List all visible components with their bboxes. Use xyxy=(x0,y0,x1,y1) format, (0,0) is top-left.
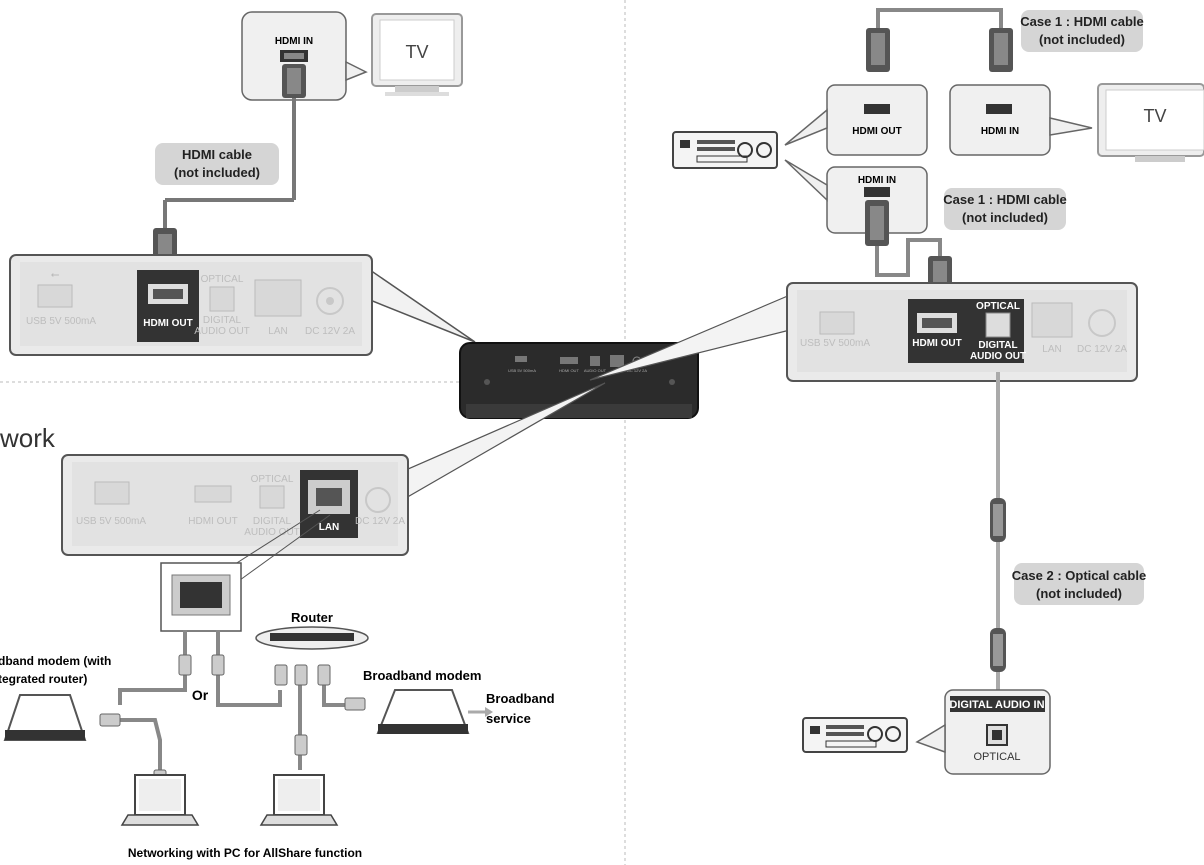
network-cables xyxy=(100,630,360,770)
tv-hdmi-in-label: HDMI IN xyxy=(275,36,313,47)
router-icon xyxy=(255,626,369,650)
tv-hdmi-in-label: HDMI IN xyxy=(981,126,1019,137)
hdmi-cable-label-1: HDMI cable xyxy=(182,147,252,162)
hdmi-out-label: HDMI OUT xyxy=(143,318,192,329)
usb-label: USB 5V 500mA xyxy=(76,516,146,527)
case1-mid-label-1: Case 1 : HDMI cable xyxy=(943,192,1067,207)
lan-label: LAN xyxy=(268,326,287,337)
optical-in-label: OPTICAL xyxy=(973,751,1020,763)
receiver-hdmi-out-box xyxy=(826,84,928,156)
usb-port-icon xyxy=(37,284,73,308)
hdmi-out-label: HDMI OUT xyxy=(912,338,961,349)
media-player-device: USB 5V 500mA HDMI OUT AUDIO OUT LAN DC 1… xyxy=(459,342,699,419)
hdmi-cable-label-2: (not included) xyxy=(174,165,260,180)
digital-label: DIGITAL xyxy=(203,315,242,326)
or-label: Or xyxy=(192,687,209,703)
rear-panel-hdmi: ⭠ USB 5V 500mA HDMI OUT OPTICAL DIGITAL … xyxy=(9,254,476,356)
modem-router-label-1: dband modem (with xyxy=(0,654,111,668)
usb-port-icon xyxy=(515,356,527,362)
optical-label: OPTICAL xyxy=(976,301,1020,312)
section-title: work xyxy=(0,423,56,453)
router-label: Router xyxy=(291,610,333,625)
usb-port-icon xyxy=(819,311,855,335)
laptop-icon xyxy=(120,774,200,826)
case1-top-label-2: (not included) xyxy=(1039,32,1125,47)
device-dc-label: DC 12V 2A xyxy=(627,368,647,373)
dc-port-icon xyxy=(316,287,344,315)
tv-hdmi-section: HDMI IN TV HDMI cable (not included) xyxy=(153,11,463,268)
pc-caption: Networking with PC for AllShare function xyxy=(128,846,362,860)
laptop-icon xyxy=(259,774,339,826)
lan-label: LAN xyxy=(1042,344,1061,355)
optical-port-icon xyxy=(209,286,235,312)
hdmi-port-icon xyxy=(864,187,890,197)
receiver-hdmi-in-label: HDMI IN xyxy=(858,175,896,186)
av-receiver-icon xyxy=(802,717,908,753)
tv-label: TV xyxy=(1143,106,1166,126)
audio-out-label: AUDIO OUT xyxy=(970,351,1026,362)
hdmi-cable xyxy=(876,8,1003,30)
dc-port-icon xyxy=(1088,309,1116,337)
lan-port-icon xyxy=(254,279,302,317)
case2-callout xyxy=(1014,563,1144,605)
lan-port-icon xyxy=(1031,302,1073,338)
broadband-modem-icon xyxy=(376,689,470,734)
hdmi-cable xyxy=(875,238,942,277)
optical-label: OPTICAL xyxy=(201,274,244,285)
lan-port-icon xyxy=(610,355,624,367)
digital-label: DIGITAL xyxy=(978,340,1017,351)
usb-label: USB 5V 500mA xyxy=(26,316,96,327)
av-receiver-icon xyxy=(672,131,778,169)
lan-label: LAN xyxy=(319,522,340,533)
optical-port-icon xyxy=(259,485,285,509)
hdmi-port-icon xyxy=(986,104,1012,114)
tv-label: TV xyxy=(405,42,428,62)
device-audio-label: AUDIO OUT xyxy=(584,368,607,373)
optical-port-icon xyxy=(985,312,1011,338)
device-usb-label: USB 5V 500mA xyxy=(508,368,536,373)
usb-icon: ⭠ xyxy=(51,269,60,281)
optical-label: OPTICAL xyxy=(251,474,294,485)
rear-panel-av: USB 5V 500mA HDMI OUT OPTICAL DIGITAL AU… xyxy=(786,282,1138,382)
digital-label: DIGITAL xyxy=(253,516,292,527)
digital-audio-in-label: DIGITAL AUDIO IN xyxy=(949,699,1044,711)
dc-port-icon xyxy=(365,487,391,513)
case2-label-2: (not included) xyxy=(1036,586,1122,601)
dc-label: DC 12V 2A xyxy=(1077,344,1127,355)
broadband-service-label-2: service xyxy=(486,711,531,726)
device-hdmi-label: HDMI OUT xyxy=(559,368,579,373)
rear-panel-lan: USB 5V 500mA HDMI OUT OPTICAL DIGITAL AU… xyxy=(61,454,409,556)
case1-mid-callout xyxy=(944,188,1066,230)
case1-mid-label-2: (not included) xyxy=(962,210,1048,225)
case1-top-label-1: Case 1 : HDMI cable xyxy=(1020,14,1144,29)
tv-icon xyxy=(371,13,463,96)
case2-label-1: Case 2 : Optical cable xyxy=(1012,568,1146,583)
broadband-modem-label: Broadband modem xyxy=(363,668,481,683)
hdmi-port-icon xyxy=(194,485,232,503)
hdmi-out-highlight xyxy=(137,270,199,342)
dc-label: DC 12V 2A xyxy=(355,516,405,527)
tv-icon xyxy=(1097,83,1204,162)
usb-label: USB 5V 500mA xyxy=(800,338,870,349)
audio-out-label: AUDIO OUT xyxy=(194,326,250,337)
case1-top-callout xyxy=(1021,10,1143,52)
broadband-service-label-1: Broadband xyxy=(486,691,555,706)
hdmi-cable-callout xyxy=(155,143,279,185)
optical-port-icon xyxy=(590,356,600,366)
receiver-hdmi-out-label: HDMI OUT xyxy=(852,126,901,137)
hdmi-port-icon xyxy=(560,357,578,364)
tv-hdmi-in-box xyxy=(949,84,1051,156)
modem-router-icon xyxy=(3,694,87,741)
hdmi-port-icon xyxy=(864,104,890,114)
cable-connectors xyxy=(99,654,366,791)
audio-out-label: AUDIO OUT xyxy=(244,527,300,538)
dc-label: DC 12V 2A xyxy=(305,326,355,337)
modem-router-label-2: tegrated router) xyxy=(0,672,87,686)
tv-callout-pointer xyxy=(345,60,368,82)
usb-port-icon xyxy=(94,481,130,505)
hdmi-out-label: HDMI OUT xyxy=(188,516,237,527)
